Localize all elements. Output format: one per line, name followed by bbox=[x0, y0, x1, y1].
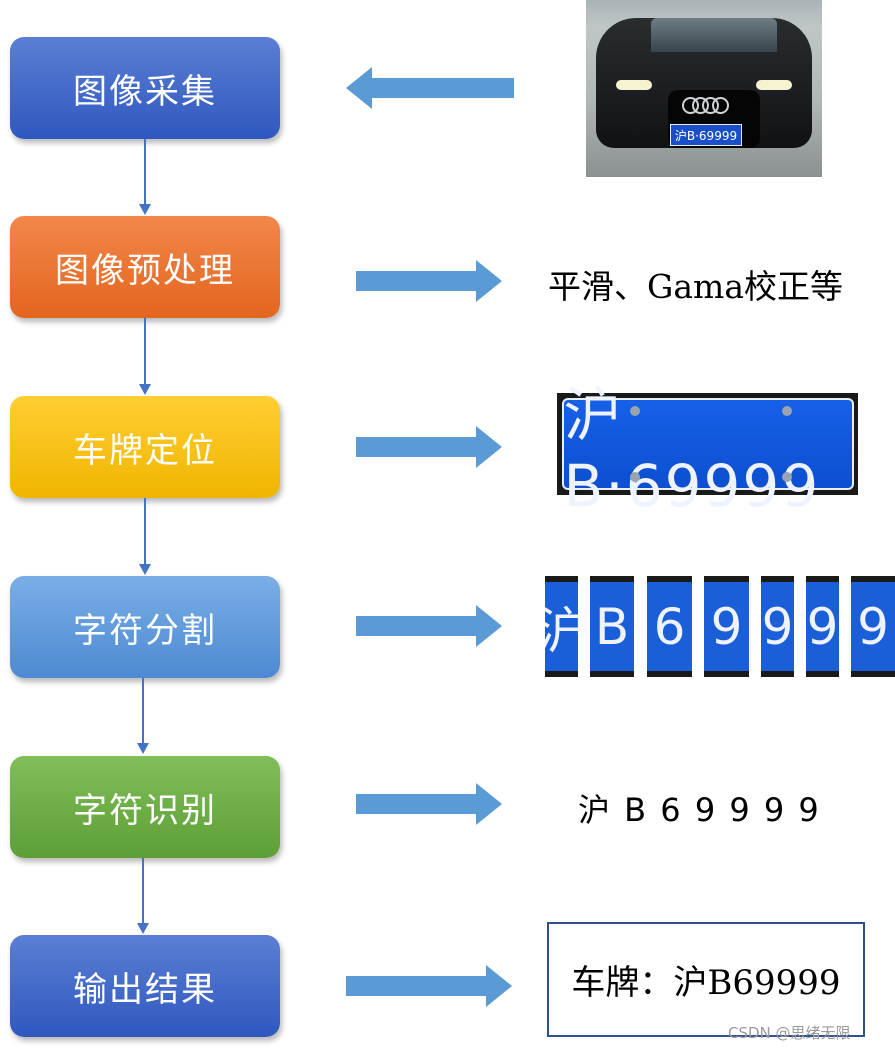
segment-character: B bbox=[590, 576, 634, 677]
segment-character: 9 bbox=[704, 576, 749, 677]
arrow-right-icon bbox=[356, 260, 502, 302]
stage-label: 字符识别 bbox=[73, 790, 217, 831]
connector-line bbox=[142, 678, 144, 744]
stage-label: 图像采集 bbox=[73, 71, 217, 112]
connector-arrowhead bbox=[139, 384, 151, 395]
car-logo-icon bbox=[682, 97, 729, 114]
connector-line bbox=[144, 498, 146, 565]
plate-rivet bbox=[781, 472, 792, 482]
connector-arrowhead bbox=[139, 564, 151, 575]
stage-label: 输出结果 bbox=[73, 969, 217, 1010]
located-plate-image: 沪B·69999 bbox=[557, 381, 858, 520]
connector-arrowhead bbox=[137, 923, 149, 934]
car-body: 沪B·69999 bbox=[596, 18, 812, 148]
segment-character: 沪 bbox=[545, 576, 578, 677]
segment-character: 9 bbox=[851, 576, 895, 677]
arrow-right-icon bbox=[356, 426, 502, 468]
stage-label: 字符分割 bbox=[73, 610, 217, 651]
stage-character-segmentation: 字符分割 bbox=[10, 576, 280, 678]
plate-rivet bbox=[781, 406, 792, 416]
stage-image-preprocessing: 图像预处理 bbox=[10, 216, 280, 318]
stage-output-result: 输出结果 bbox=[10, 935, 280, 1037]
car-headlight bbox=[616, 80, 652, 90]
connector-line bbox=[142, 858, 144, 924]
car-windshield bbox=[651, 18, 777, 52]
segment-character: 9 bbox=[806, 576, 839, 677]
stage-label: 图像预处理 bbox=[55, 250, 235, 291]
arrow-right-icon bbox=[356, 605, 502, 647]
car-license-plate: 沪B·69999 bbox=[670, 124, 742, 146]
connector-line bbox=[144, 318, 146, 385]
plate-rivet bbox=[629, 406, 640, 416]
stage-character-recognition: 字符识别 bbox=[10, 756, 280, 858]
recognized-characters: 沪 B 6 9 9 9 9 bbox=[578, 791, 821, 829]
segment-character: 9 bbox=[761, 576, 794, 677]
stage-image-acquisition: 图像采集 bbox=[10, 37, 280, 139]
car-headlight bbox=[756, 80, 792, 90]
connector-arrowhead bbox=[137, 743, 149, 754]
plate-text: 沪B·69999 bbox=[563, 381, 821, 520]
segment-character: 6 bbox=[647, 576, 692, 677]
car-photo: 沪B·69999 bbox=[586, 0, 822, 177]
connector-arrowhead bbox=[139, 204, 151, 215]
plate-panel: 沪B·69999 bbox=[561, 381, 854, 520]
result-text: 车牌：沪B69999 bbox=[571, 963, 841, 1003]
result-box: 车牌：沪B69999 bbox=[547, 922, 865, 1037]
arrow-left-icon bbox=[346, 67, 514, 109]
stage-label: 车牌定位 bbox=[73, 430, 217, 471]
preprocess-description: 平滑、Gama校正等 bbox=[548, 267, 844, 306]
stage-plate-location: 车牌定位 bbox=[10, 396, 280, 498]
plate-rivet bbox=[629, 472, 640, 482]
watermark: CSDN @思绪无限 bbox=[728, 1024, 851, 1042]
arrow-right-icon bbox=[346, 965, 512, 1007]
arrow-right-icon bbox=[356, 783, 502, 825]
connector-line bbox=[144, 139, 146, 205]
